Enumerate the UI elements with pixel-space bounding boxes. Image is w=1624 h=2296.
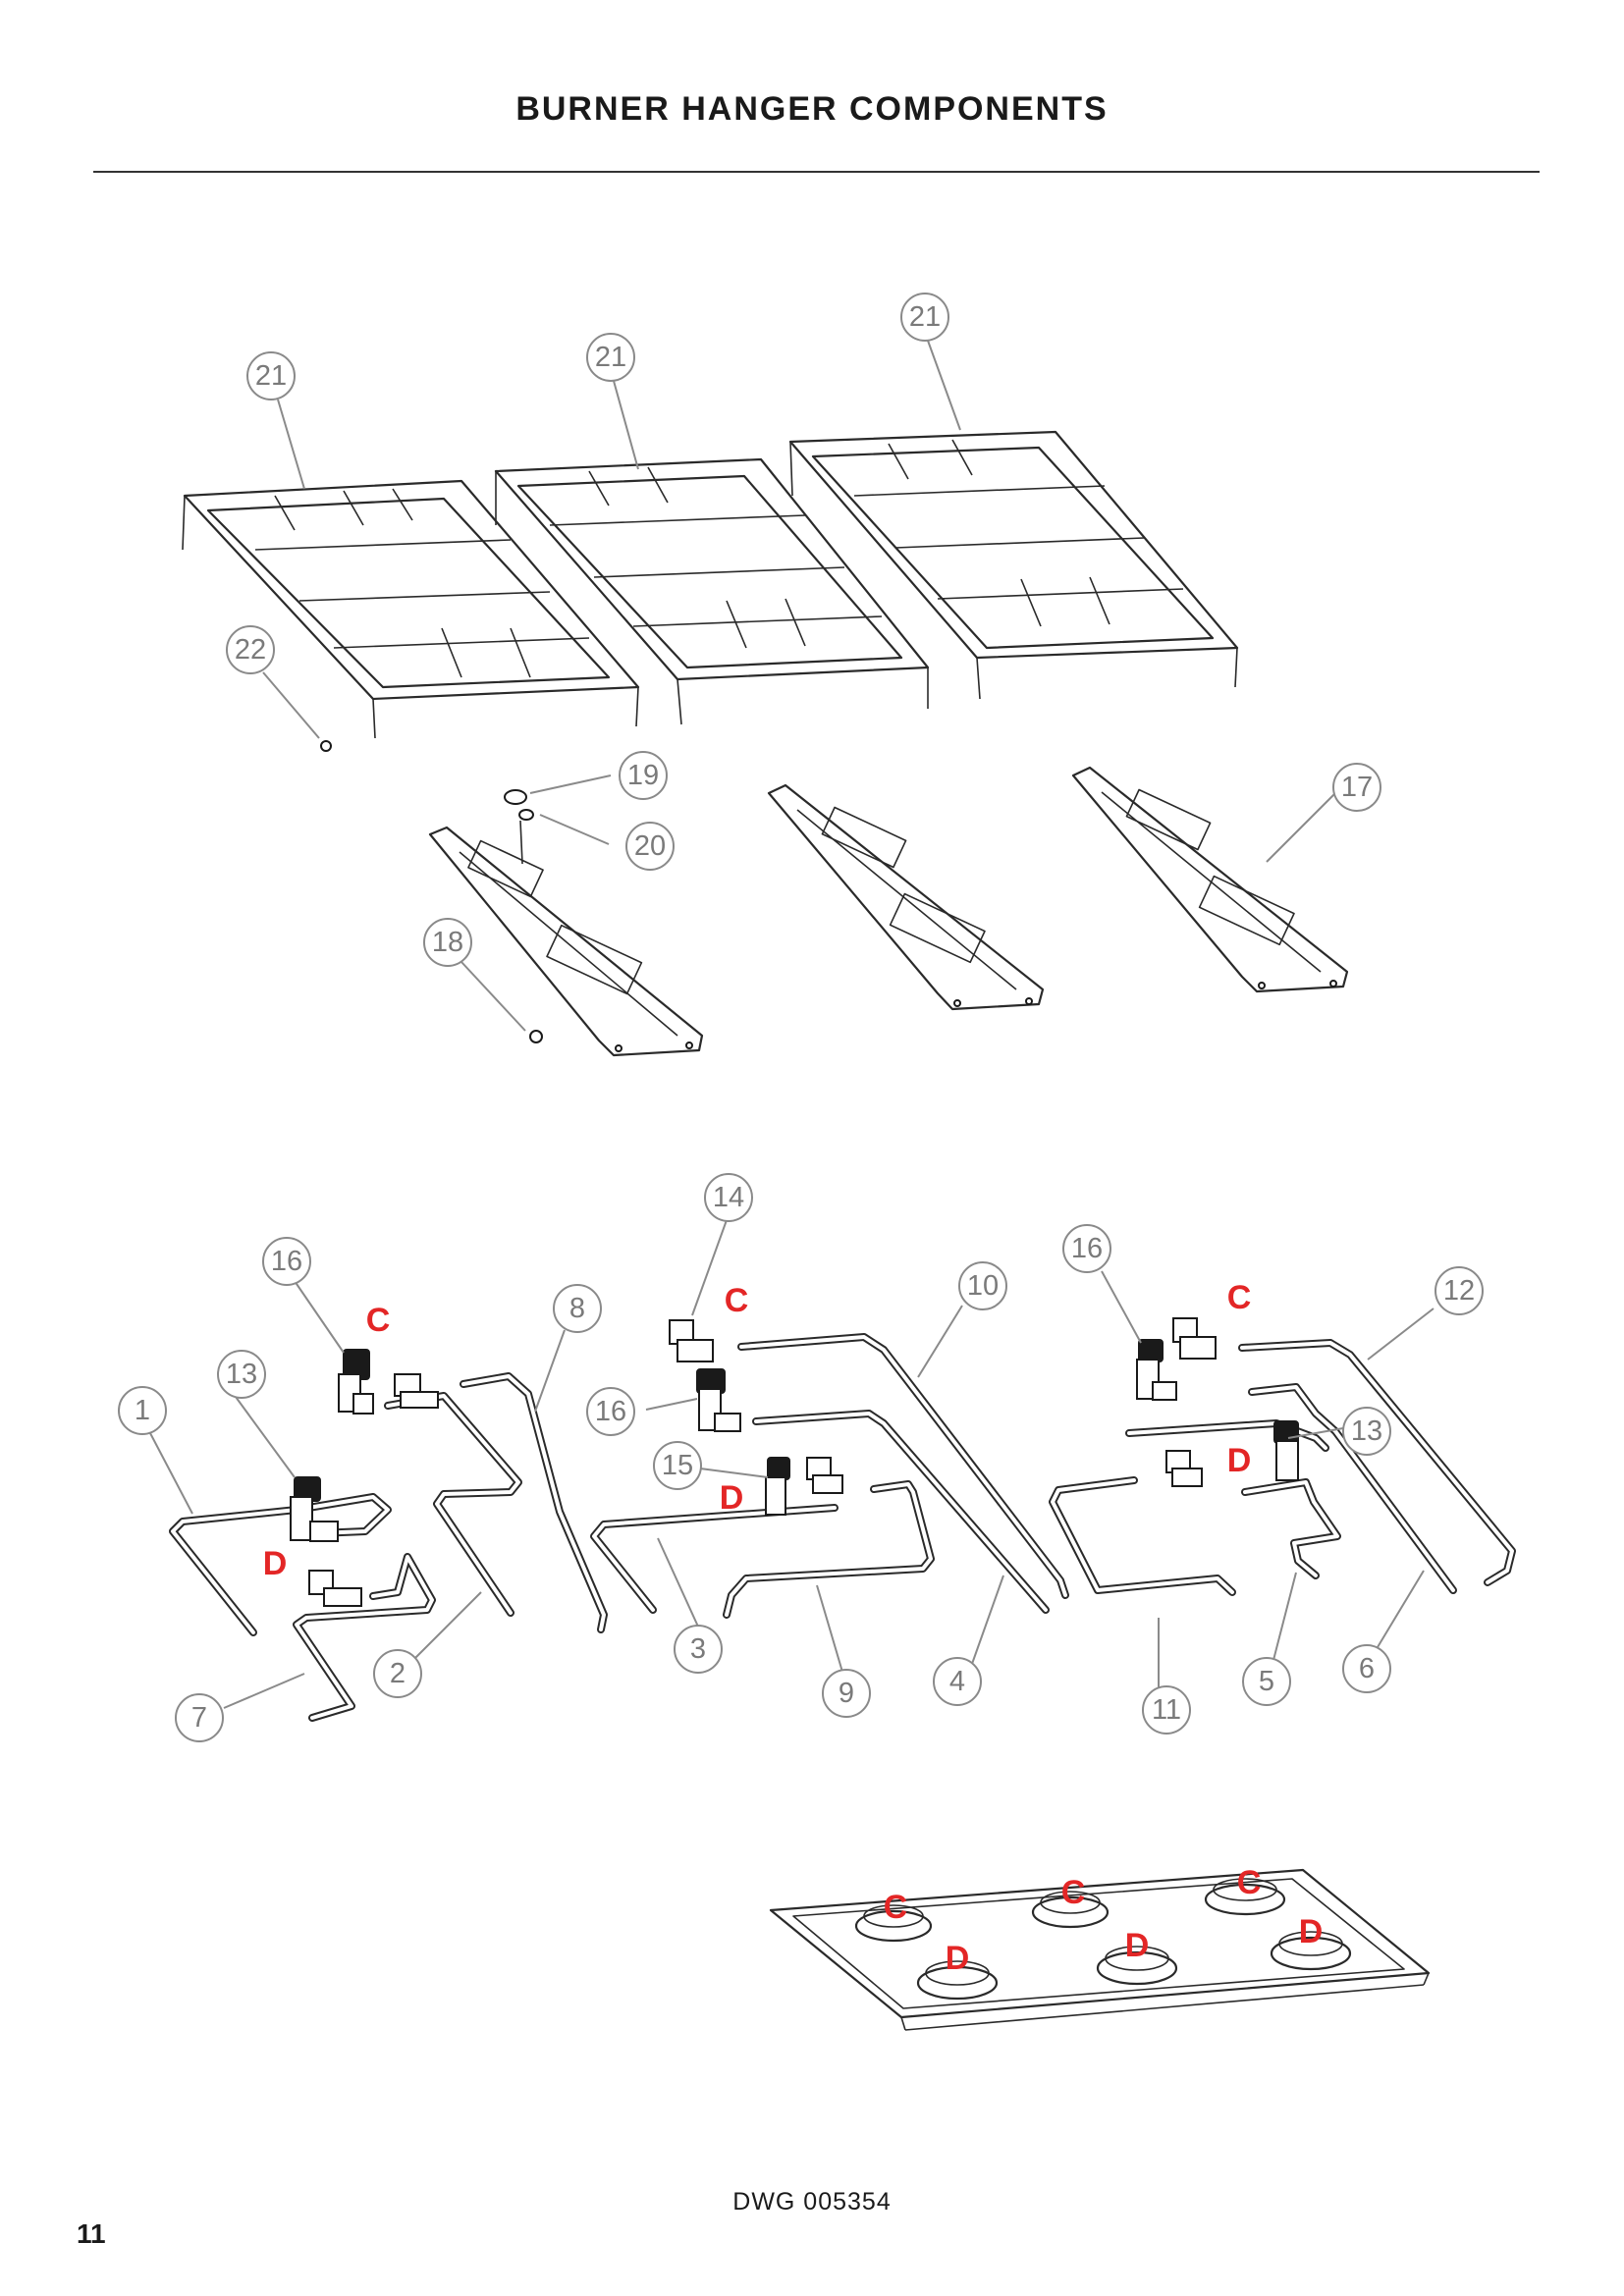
- svg-text:18: 18: [432, 927, 463, 958]
- svg-text:9: 9: [839, 1678, 854, 1709]
- svg-text:5: 5: [1259, 1666, 1274, 1697]
- callout-16b: 16: [586, 1387, 635, 1436]
- hanger-left: [428, 789, 704, 1057]
- svg-text:21: 21: [595, 342, 626, 373]
- callout-21b: 21: [586, 333, 635, 382]
- callout-13b: 13: [1342, 1407, 1391, 1456]
- marker-c-cooktop-2: C: [1061, 1874, 1086, 1911]
- svg-text:21: 21: [909, 301, 941, 333]
- hanger-middle: [767, 783, 1045, 1011]
- svg-text:22: 22: [235, 634, 266, 666]
- marker-d-middle: D: [720, 1479, 744, 1517]
- svg-text:19: 19: [627, 760, 659, 791]
- red-markers: C C C D D D C C C D D D: [263, 1279, 1324, 1977]
- marker-d-cooktop-1: D: [946, 1940, 970, 1977]
- callout-11: 11: [1142, 1685, 1191, 1735]
- svg-text:4: 4: [949, 1666, 965, 1697]
- title-divider: [93, 171, 1540, 173]
- callout-3: 3: [674, 1625, 723, 1674]
- callout-16a: 16: [262, 1237, 311, 1286]
- marker-d-cooktop-2: D: [1125, 1927, 1150, 1964]
- svg-text:8: 8: [569, 1293, 585, 1324]
- marker-d-left: D: [263, 1545, 288, 1582]
- grate-right: [788, 430, 1239, 700]
- svg-text:11: 11: [1152, 1694, 1181, 1726]
- callout-16c: 16: [1062, 1224, 1111, 1273]
- callout-19: 19: [619, 751, 668, 800]
- svg-text:13: 13: [226, 1359, 257, 1390]
- svg-text:15: 15: [662, 1450, 693, 1481]
- grate-middle: [494, 457, 930, 725]
- marker-c-cooktop-3: C: [1237, 1864, 1262, 1901]
- marker-c-left: C: [366, 1302, 391, 1339]
- svg-text:10: 10: [967, 1270, 999, 1302]
- callout-12: 12: [1435, 1266, 1484, 1315]
- svg-text:16: 16: [1071, 1233, 1103, 1264]
- leader-lines: [149, 340, 1435, 1711]
- callout-14: 14: [704, 1173, 753, 1222]
- svg-text:16: 16: [271, 1246, 302, 1277]
- grate-left: [182, 479, 640, 739]
- callout-2: 2: [373, 1649, 422, 1698]
- grate-screw: [320, 740, 332, 752]
- callout-4: 4: [933, 1657, 982, 1706]
- callout-18: 18: [423, 918, 472, 967]
- gas-tubes: [169, 1333, 1516, 1722]
- callout-9: 9: [822, 1669, 871, 1718]
- hanger-right: [1071, 766, 1349, 993]
- callout-21c: 21: [900, 293, 949, 342]
- marker-c-cooktop-1: C: [884, 1889, 908, 1926]
- cooktop: [769, 1868, 1431, 2031]
- svg-text:12: 12: [1443, 1275, 1475, 1307]
- drawing-number: DWG 005354: [732, 2188, 892, 2216]
- svg-text:7: 7: [191, 1702, 207, 1734]
- svg-text:17: 17: [1341, 772, 1373, 803]
- callout-17: 17: [1332, 763, 1381, 812]
- callout-21a: 21: [246, 351, 296, 400]
- page-number: 11: [77, 2218, 106, 2249]
- svg-text:1: 1: [135, 1395, 150, 1426]
- callout-1: 1: [118, 1386, 167, 1435]
- svg-text:2: 2: [390, 1658, 406, 1689]
- marker-c-right: C: [1227, 1279, 1252, 1316]
- svg-text:20: 20: [634, 830, 666, 862]
- callout-22: 22: [226, 625, 275, 674]
- svg-text:21: 21: [255, 360, 287, 392]
- svg-text:3: 3: [690, 1633, 706, 1665]
- svg-text:14: 14: [713, 1182, 744, 1213]
- callout-20: 20: [625, 822, 675, 871]
- svg-text:16: 16: [595, 1396, 626, 1427]
- callout-5: 5: [1242, 1657, 1291, 1706]
- callout-7: 7: [175, 1693, 224, 1742]
- callout-8: 8: [553, 1284, 602, 1333]
- page-title: BURNER HANGER COMPONENTS: [515, 90, 1109, 128]
- callout-6: 6: [1342, 1644, 1391, 1693]
- svg-text:13: 13: [1351, 1415, 1382, 1447]
- marker-d-right: D: [1227, 1442, 1252, 1479]
- marker-c-middle: C: [725, 1282, 749, 1319]
- svg-text:6: 6: [1359, 1653, 1375, 1684]
- callout-10: 10: [958, 1261, 1007, 1310]
- fittings: [290, 1317, 1299, 1607]
- marker-d-cooktop-3: D: [1299, 1913, 1324, 1950]
- callout-15: 15: [653, 1441, 702, 1490]
- callout-13a: 13: [217, 1350, 266, 1399]
